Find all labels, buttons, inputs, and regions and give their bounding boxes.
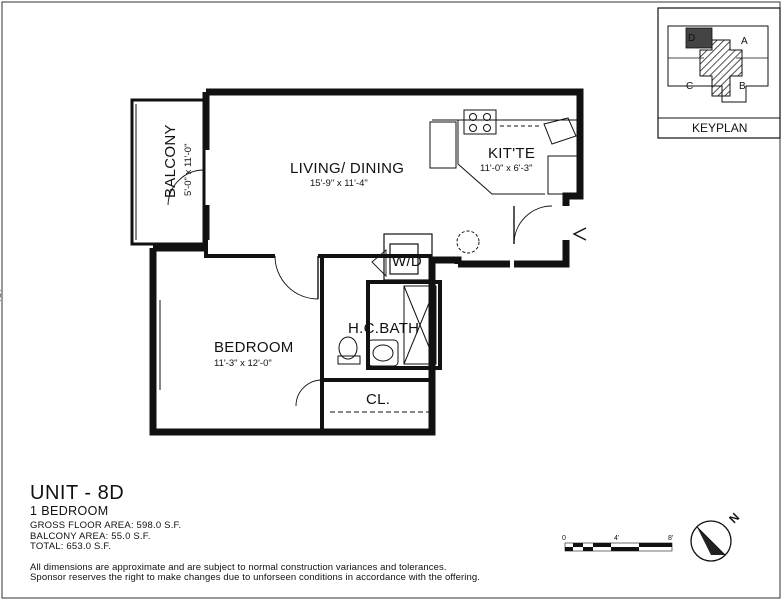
- doors: [274, 205, 553, 407]
- kitchen-fixtures: [429, 109, 583, 254]
- scale-label-8: 8': [668, 535, 673, 542]
- total-area: TOTAL: 653.0 S.F.: [30, 541, 112, 552]
- gross-floor-area: GROSS FLOOR AREA: 598.0 S.F.: [30, 520, 182, 531]
- unit-title: UNIT - 8D: [30, 482, 125, 504]
- walls: [149, 88, 584, 436]
- unit-type: 1 BEDROOM: [30, 504, 109, 518]
- disclaimer: All dimensions are approximate and are s…: [30, 561, 570, 584]
- balcony-dimensions: 5'-0" x 11'-0": [183, 144, 194, 196]
- kitchen-dimensions: 11'-0" x 6'-3": [480, 163, 532, 174]
- unit-info: UNIT - 8D 1 BEDROOM GROSS FLOOR AREA: 59…: [30, 482, 570, 584]
- keyplan-unit-a: A: [741, 36, 748, 47]
- balcony-area: [130, 98, 206, 246]
- keyplan-title: KEYPLAN: [692, 121, 747, 135]
- keyplan-unit-c: C: [686, 81, 693, 92]
- page-number: 171: [0, 288, 2, 304]
- keyplan-unit-b: B: [739, 81, 746, 92]
- keyplan: D A B C KEYPLAN: [657, 7, 781, 139]
- washer-dryer: [383, 233, 433, 281]
- living-dining-dimensions: 15'-9" x 11'-4": [310, 178, 368, 189]
- scale-bar: 0 4' 8': [562, 535, 673, 552]
- kitchen-label: KIT'TE: [488, 145, 535, 162]
- bath-label: H.C.BATH: [348, 320, 419, 337]
- disclaimer-line-1: All dimensions are approximate and are s…: [30, 561, 447, 573]
- closet-label: CL.: [366, 391, 390, 408]
- balcony-area-text: BALCONY AREA: 55.0 S.F.: [30, 530, 151, 542]
- balcony-label: BALCONY: [162, 124, 179, 198]
- bedroom-window: [155, 300, 161, 390]
- entry-arrow-icon: [572, 227, 587, 241]
- bedroom-label: BEDROOM: [214, 339, 294, 356]
- interior-walls: [204, 240, 442, 432]
- north-arrow-icon: N: [690, 510, 742, 562]
- north-label: N: [726, 510, 742, 526]
- scale-label-4: 4': [614, 535, 619, 542]
- bath-fixtures: [337, 285, 437, 367]
- bedroom-dimensions: 11'-3" x 12'-0": [214, 358, 272, 369]
- scale-label-0: 0: [562, 535, 566, 542]
- keyplan-unit-d-highlight: [685, 27, 713, 49]
- keyplan-unit-d: D: [688, 33, 695, 44]
- disclaimer-line-2: Sponsor reserves the right to make chang…: [30, 572, 481, 583]
- living-dining-label: LIVING/ DINING: [290, 160, 404, 177]
- washer-dryer-label: W/D: [392, 253, 422, 270]
